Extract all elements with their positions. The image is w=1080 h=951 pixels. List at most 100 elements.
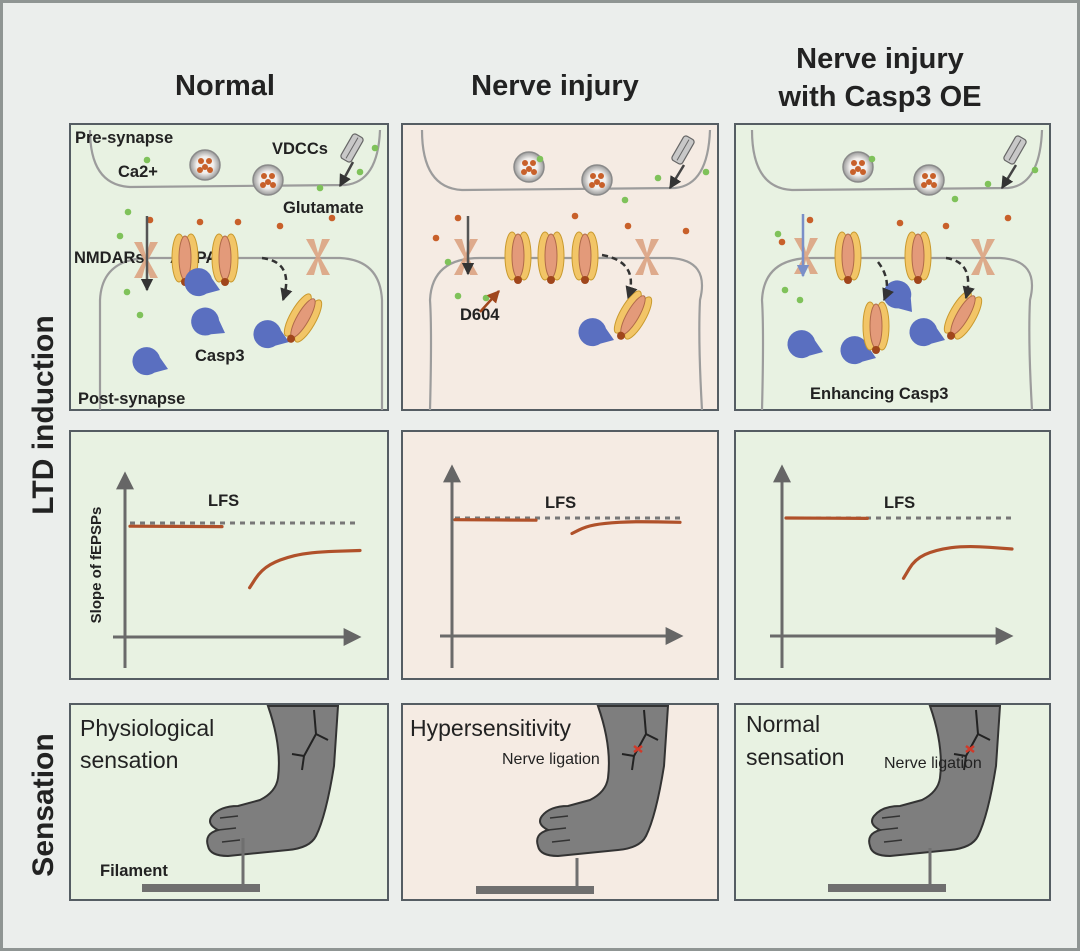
calcium-dot [143, 156, 151, 164]
paw-toes [547, 815, 571, 843]
vdcc-pore [676, 139, 690, 161]
glutamate-dot [260, 182, 266, 188]
graph-panel-nerve-injury [401, 430, 719, 680]
ampar-terminal [844, 276, 852, 284]
graphs-group [113, 464, 1014, 668]
ampar-receptor [537, 231, 565, 284]
glutamate-dot [806, 216, 814, 224]
fepsp-post-lfs-series [570, 520, 682, 536]
synapse-panel-casp3-oe [734, 123, 1051, 411]
casp3-enzyme [191, 307, 225, 336]
glutamate-dot [276, 222, 284, 230]
ampar-core [911, 233, 925, 279]
glutamate-dot [1004, 214, 1012, 222]
calcium-dot [702, 168, 710, 176]
casp3-label: Casp3 [195, 347, 245, 365]
casp3-enzyme [132, 347, 168, 376]
calcium-influx-arrow [1000, 164, 1018, 190]
internalization-arrow [261, 256, 293, 302]
ligation-mark [633, 745, 643, 753]
sensation-normal-line1: Physiological [80, 715, 214, 741]
calcium-influx-arrow [338, 161, 355, 188]
calcium-dot [984, 180, 992, 188]
enhancing-casp3-label: Enhancing Casp3 [810, 385, 948, 403]
glutamate-dot [530, 160, 536, 166]
glutamate-dot [202, 164, 208, 170]
calcium-dot [868, 155, 876, 163]
glutamate-dot [942, 222, 950, 230]
ampar-terminal [581, 276, 589, 284]
ampar-terminal [914, 276, 922, 284]
nmdar-channel [635, 239, 659, 275]
glutamate-dot [234, 218, 242, 226]
nmdar-channel [971, 239, 995, 275]
lfs-label-nerve-injury: LFS [545, 494, 576, 512]
internalization-arrow [945, 256, 975, 300]
column-title-casp3-oe-line1: Nerve injury [796, 43, 964, 75]
synaptic-vesicle [189, 149, 221, 181]
calcium-label: Ca2+ [118, 163, 158, 181]
paw-silhouette [206, 705, 340, 858]
ampar-core [578, 233, 592, 279]
internalization-arrow [877, 261, 894, 302]
ampar-terminal [287, 334, 295, 343]
glutamate-dot [855, 166, 861, 172]
fepsp-post-lfs-series [248, 548, 362, 590]
calcium-dot [1031, 166, 1039, 174]
glutamate-dot [851, 160, 857, 166]
synapse-parts [116, 133, 1039, 376]
calcium-dot [654, 174, 662, 182]
calcium-dot [123, 288, 131, 296]
nmdar-channel [306, 239, 330, 275]
filament-base [828, 884, 946, 892]
filament-base [476, 886, 594, 894]
ampar-terminal [947, 331, 955, 340]
vdcc-pore [1008, 139, 1022, 161]
nerve-ligation-label-oe: Nerve ligation [884, 755, 982, 772]
calcium-dot [371, 144, 379, 152]
ampar-receptor [613, 290, 653, 340]
fepsp-post-lfs-series [901, 544, 1014, 580]
ampar-receptor [211, 233, 239, 286]
glutamate-dot [270, 182, 276, 188]
sensation-normal-line2: sensation [80, 747, 178, 773]
glutamate-dot [198, 158, 204, 164]
glutamate-dot [599, 182, 605, 188]
glutamate-dot [197, 167, 203, 173]
vdcc-channel [671, 135, 695, 165]
fepsp-baseline-series [453, 518, 538, 522]
calcium-dot [356, 168, 364, 176]
calcium-dot [116, 232, 124, 240]
ampar-terminal [514, 276, 522, 284]
ampar-receptor [571, 231, 599, 284]
sensation-oe-line1: Normal [746, 711, 820, 737]
glutamate-dot [594, 179, 600, 185]
glutamate-dot [860, 169, 866, 175]
column-title-nerve-injury: Nerve injury [471, 70, 639, 102]
glutamate-dot [589, 182, 595, 188]
vdcc-channel [340, 133, 364, 163]
glutamate-dot [850, 169, 856, 175]
paw-silhouette [868, 705, 1002, 858]
calcium-dot [781, 286, 789, 294]
glutamate-dot [930, 173, 936, 179]
casp3-enzyme [909, 318, 945, 347]
sensation-injury-line1: Hypersensitivity [410, 715, 572, 741]
glutamate-dot [778, 238, 786, 246]
ampar-terminal [221, 278, 229, 286]
y-axis-label: Slope of fEPSPs [88, 507, 105, 624]
synaptic-vesicle [252, 164, 284, 196]
paw-toes [879, 815, 903, 843]
nerve-branches [621, 709, 659, 771]
calcium-dot [444, 258, 452, 266]
calcium-dot [796, 296, 804, 304]
glutamate-dot [432, 234, 440, 242]
glutamate-dot [590, 173, 596, 179]
casp3-enzyme [253, 320, 289, 349]
calcium-dot [621, 196, 629, 204]
vdcc-channel [1003, 135, 1027, 165]
row-label-sensation: Sensation [27, 733, 60, 876]
calcium-dot [482, 294, 490, 302]
synaptic-vesicle [913, 164, 945, 196]
